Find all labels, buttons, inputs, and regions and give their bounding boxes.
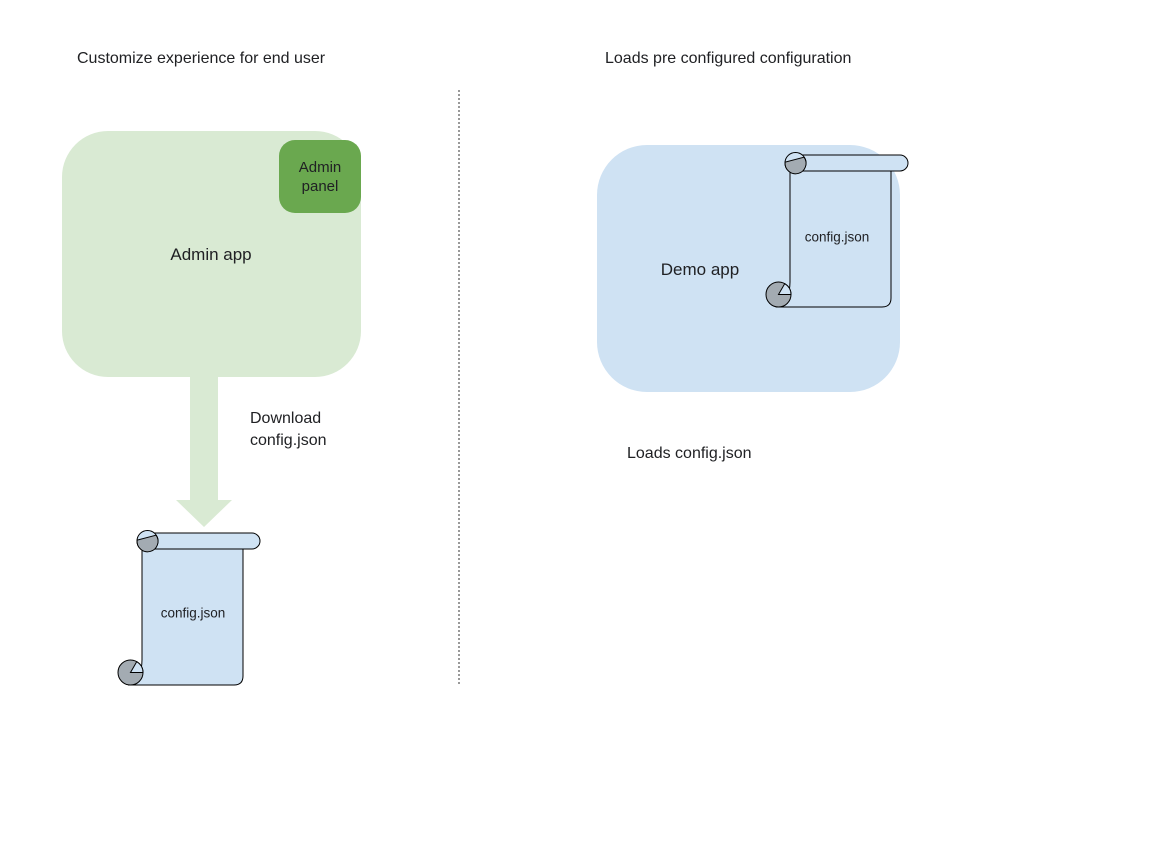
section-divider [458, 90, 460, 686]
admin-panel-badge: Admin panel [279, 140, 361, 213]
config-file-label-left: config.json [160, 605, 226, 621]
right-section-title: Loads pre configured configuration [605, 50, 852, 67]
demo-app-label: Demo app [660, 260, 740, 279]
admin-app-label: Admin app [170, 245, 252, 264]
loads-config-caption: Loads config.json [627, 445, 752, 462]
admin-panel-label: Admin panel [298, 158, 342, 195]
left-section-title: Customize experience for end user [77, 50, 326, 67]
config-file-label-right: config.json [804, 229, 870, 245]
download-arrow [176, 376, 232, 527]
download-config-caption: Download config.json [250, 410, 327, 449]
